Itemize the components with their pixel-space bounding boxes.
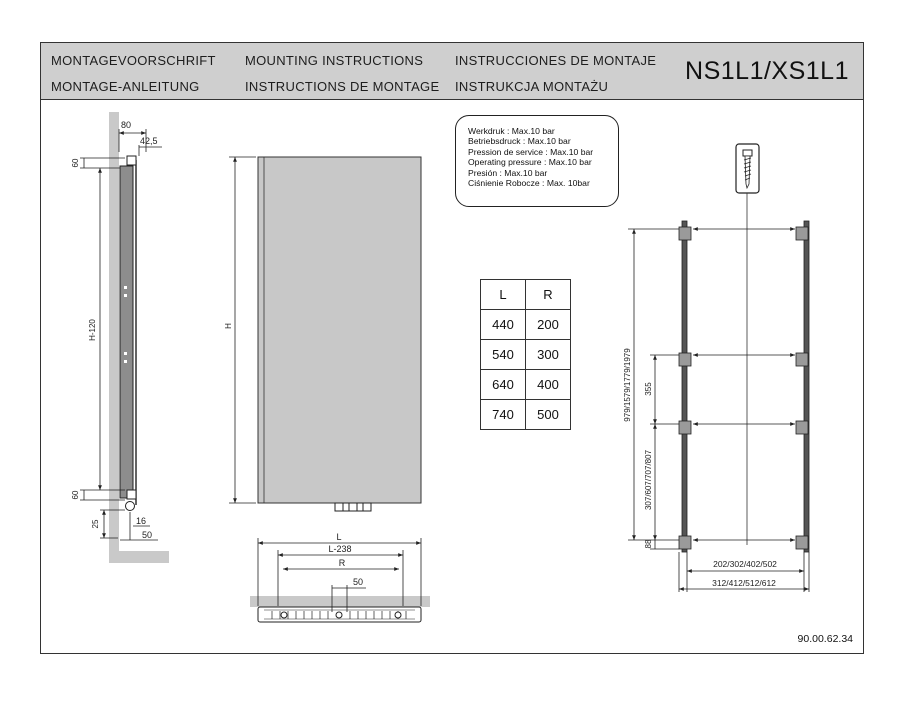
- dim-60-bottom: 60: [71, 490, 80, 499]
- l-r-table: L R 440 200 540 300 640 400 740 500: [480, 279, 571, 430]
- pressure-line: Presión : Max.10 bar: [468, 167, 548, 178]
- bracket-view: 979/1579/1779/1979 355 307/607/707/807 8…: [623, 143, 810, 592]
- table-cell: 740: [480, 399, 526, 430]
- bracket-left-4: [678, 535, 692, 550]
- front-view: H: [224, 156, 422, 512]
- document-code: 90.00.62.34: [797, 633, 853, 645]
- upper-bracket: [126, 155, 137, 166]
- dim-50: 50: [142, 530, 152, 540]
- screw-icon: [742, 149, 753, 190]
- title-de: MONTAGE-ANLEITUNG: [51, 79, 200, 94]
- left-rail: [681, 220, 688, 553]
- dim-60-top: 60: [71, 158, 80, 167]
- pressure-line: Betriebsdruck : Max.10 bar: [468, 136, 571, 147]
- wall-section: [109, 112, 119, 561]
- dim-h-120: H-120: [88, 319, 97, 341]
- dim-h: H: [224, 323, 233, 329]
- header-bar: MONTAGEVOORSCHRIFT MOUNTING INSTRUCTIONS…: [41, 43, 863, 100]
- bracket-right-3: [795, 420, 809, 435]
- lower-bracket: [126, 489, 137, 500]
- title-en: MOUNTING INSTRUCTIONS: [245, 53, 424, 68]
- radiator-front: [257, 156, 422, 504]
- pressure-box: Werkdruk : Max.10 bar Betriebsdruck : Ma…: [455, 115, 619, 207]
- bracket-right-1: [795, 226, 809, 241]
- dim-88: 88: [644, 539, 653, 548]
- table-cell: 200: [525, 309, 571, 340]
- dim-total-height: 979/1579/1779/1979: [623, 348, 632, 422]
- bottom-view: L L-238 R 50: [250, 532, 430, 623]
- dim-lower-spacing: 307/607/707/807: [644, 449, 653, 510]
- title-es: INSTRUCCIONES DE MONTAJE: [455, 53, 657, 68]
- dim-l: L: [336, 532, 341, 542]
- table-cell: 640: [480, 369, 526, 400]
- dim-50-bottom: 50: [353, 577, 363, 587]
- title-pl: INSTRUKCJA MONTAŻU: [455, 79, 609, 94]
- dim-16: 16: [136, 516, 146, 526]
- table-cell: 440: [480, 309, 526, 340]
- dim-355: 355: [644, 382, 653, 396]
- pressure-line: Ciśnienie Robocze : Max. 10bar: [468, 178, 590, 189]
- instruction-sheet: MONTAGEVOORSCHRIFT MOUNTING INSTRUCTIONS…: [40, 42, 864, 654]
- bracket-left-2: [678, 352, 692, 367]
- pressure-line: Operating pressure : Max.10 bar: [468, 157, 592, 168]
- wall-plan-section: [250, 596, 430, 607]
- right-rail: [803, 220, 810, 553]
- title-fr: INSTRUCTIONS DE MONTAGE: [245, 79, 440, 94]
- side-view: 80 42,5 60 H-120 60 25 16 50: [71, 112, 169, 563]
- dim-25: 25: [91, 519, 100, 528]
- valve-block: [334, 502, 372, 512]
- dim-l-238: L-238: [328, 544, 351, 554]
- dim-outer-width: 312/412/512/612: [712, 578, 776, 588]
- title-nl: MONTAGEVOORSCHRIFT: [51, 53, 216, 68]
- model-number: NS1L1/XS1L1: [685, 57, 849, 85]
- pressure-line: Pression de service : Max.10 bar: [468, 146, 594, 157]
- radiator-side: [119, 165, 134, 499]
- pressure-line: Werkdruk : Max.10 bar: [468, 126, 555, 136]
- bracket-left-3: [678, 420, 692, 435]
- table-cell: 500: [525, 399, 571, 430]
- table-header-r: R: [525, 279, 571, 310]
- dim-r: R: [339, 558, 346, 568]
- valve-connection: [125, 501, 135, 511]
- bracket-right-2: [795, 352, 809, 367]
- bracket-right-4: [795, 535, 809, 550]
- bracket-left-1: [678, 226, 692, 241]
- dim-80: 80: [121, 120, 131, 130]
- dim-42-5: 42,5: [140, 136, 158, 146]
- floor-section: [109, 551, 169, 563]
- dim-inner-width: 202/302/402/502: [713, 559, 777, 569]
